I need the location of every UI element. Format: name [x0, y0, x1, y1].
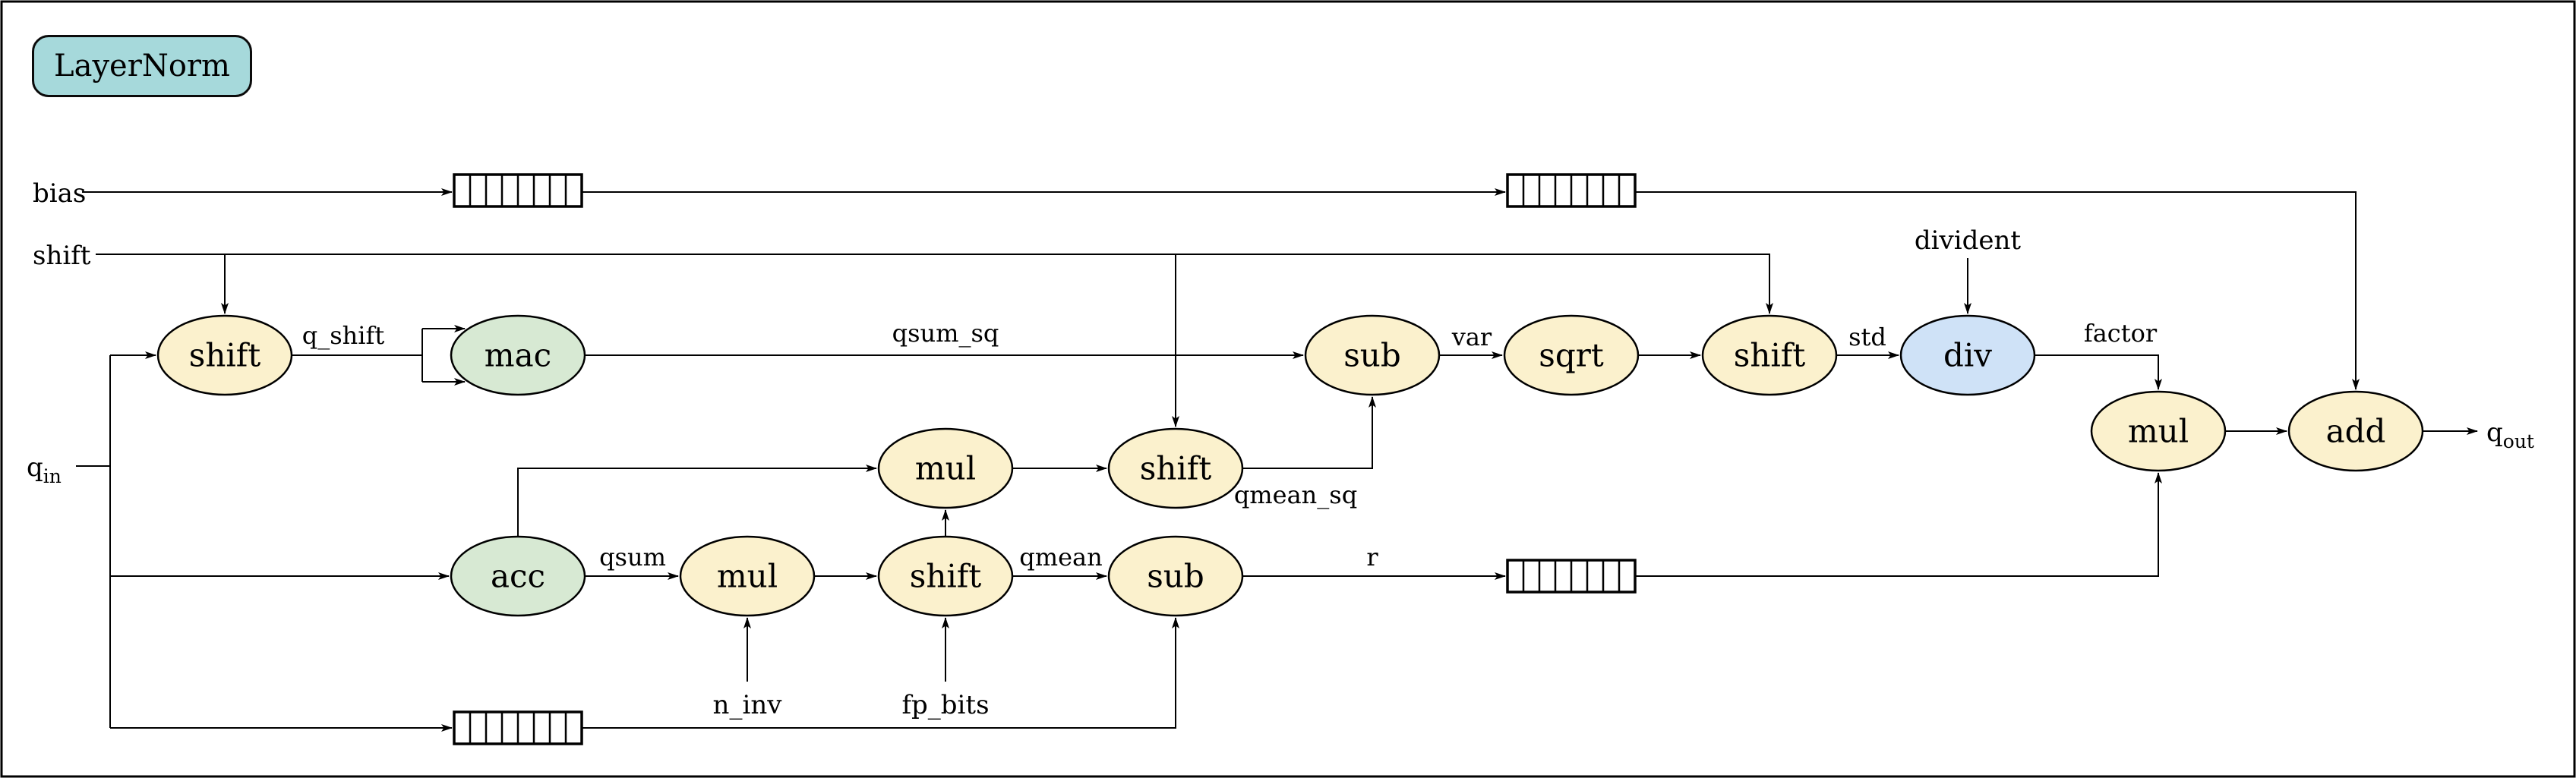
- node-mul3-shape: [2090, 390, 2227, 472]
- node-sub1-label: sub: [1343, 336, 1401, 373]
- node-sqrt-label: sqrt: [1539, 336, 1604, 373]
- node-div: div: [1899, 314, 2036, 396]
- node-shift3: shift: [1701, 314, 1838, 396]
- edge-acc-to-mul1: [517, 465, 877, 537]
- node-sqrt: sqrt: [1503, 314, 1640, 396]
- edge-label-qmean: qmean: [1019, 543, 1102, 572]
- edge-label-factor: factor: [2084, 319, 2158, 348]
- edge-label-qsum: qsum: [599, 543, 666, 572]
- io-label-shift: shift: [33, 241, 91, 271]
- node-mac-label: mac: [485, 336, 551, 373]
- node-shift2: shift: [1107, 427, 1244, 509]
- node-shift4: shift: [877, 535, 1014, 617]
- node-shift2-shape: [1107, 427, 1244, 509]
- edge-fifor-to-mul3: [1635, 472, 2162, 577]
- edge-fifo2-to-add: [1635, 191, 2360, 390]
- edge-shift2-to-sub1: [1242, 396, 1376, 469]
- fifo-bias-1: [453, 173, 583, 208]
- node-shift1-shape: [156, 314, 293, 396]
- edge-label-qmean_sq: qmean_sq: [1234, 480, 1357, 509]
- node-shift3-shape: [1701, 314, 1838, 396]
- layernorm-badge: LayerNorm: [32, 35, 252, 97]
- edge-label-q_shift: q_shift: [302, 321, 385, 350]
- edge-label-r: r: [1366, 543, 1378, 572]
- node-sub2-shape: [1107, 535, 1244, 617]
- node-mul2-shape: [679, 535, 816, 617]
- node-acc-label: acc: [491, 557, 545, 594]
- node-shift4-shape: [877, 535, 1014, 617]
- node-acc: acc: [450, 535, 586, 617]
- edge-label-var: var: [1451, 323, 1492, 351]
- node-add-label: add: [2326, 412, 2386, 449]
- node-acc-shape: [450, 535, 586, 617]
- node-mul1-shape: [877, 427, 1014, 509]
- node-mac: mac: [450, 314, 586, 396]
- node-mul3: mul: [2090, 390, 2227, 472]
- node-mac-shape: [450, 314, 586, 396]
- node-mul3-label: mul: [2128, 412, 2189, 449]
- node-div-shape: [1899, 314, 2036, 396]
- node-sqrt-shape: [1503, 314, 1640, 396]
- edge-label-qsum_sq: qsum_sq: [892, 319, 999, 348]
- node-shift3-label: shift: [1734, 336, 1806, 373]
- node-div-label: div: [1943, 336, 1992, 373]
- fifo-bias-2: [1506, 173, 1637, 208]
- node-mul2-label: mul: [717, 557, 778, 594]
- io-label-fp_bits: fp_bits: [901, 690, 989, 720]
- node-add-shape: [2287, 390, 2424, 472]
- node-sub1: sub: [1304, 314, 1441, 396]
- node-mul1-label: mul: [915, 449, 976, 487]
- fifo-r: [1506, 559, 1637, 594]
- io-label-bias: bias: [33, 178, 86, 209]
- edge-fifo-to-sub2: [582, 617, 1179, 729]
- io-label-q_out: qout: [2486, 417, 2534, 452]
- edge-shift-bus: [96, 254, 1773, 314]
- node-shift1-label: shift: [189, 336, 261, 373]
- edge-div-to-mul3: [2035, 354, 2162, 390]
- io-label-q_in: qin: [27, 452, 62, 487]
- edge-label-std: std: [1848, 323, 1886, 351]
- fifo-qin: [453, 710, 583, 745]
- node-shift1: shift: [156, 314, 293, 396]
- node-shift4-label: shift: [910, 557, 982, 594]
- io-label-n_inv: n_inv: [713, 690, 783, 720]
- node-add: add: [2287, 390, 2424, 472]
- node-shift2-label: shift: [1140, 449, 1212, 487]
- node-sub1-shape: [1304, 314, 1441, 396]
- node-mul1: mul: [877, 427, 1014, 509]
- io-label-divident: divident: [1915, 225, 2022, 256]
- node-mul2: mul: [679, 535, 816, 617]
- node-sub2: sub: [1107, 535, 1244, 617]
- layernorm-badge-label: LayerNorm: [54, 49, 230, 83]
- node-sub2-label: sub: [1147, 557, 1204, 594]
